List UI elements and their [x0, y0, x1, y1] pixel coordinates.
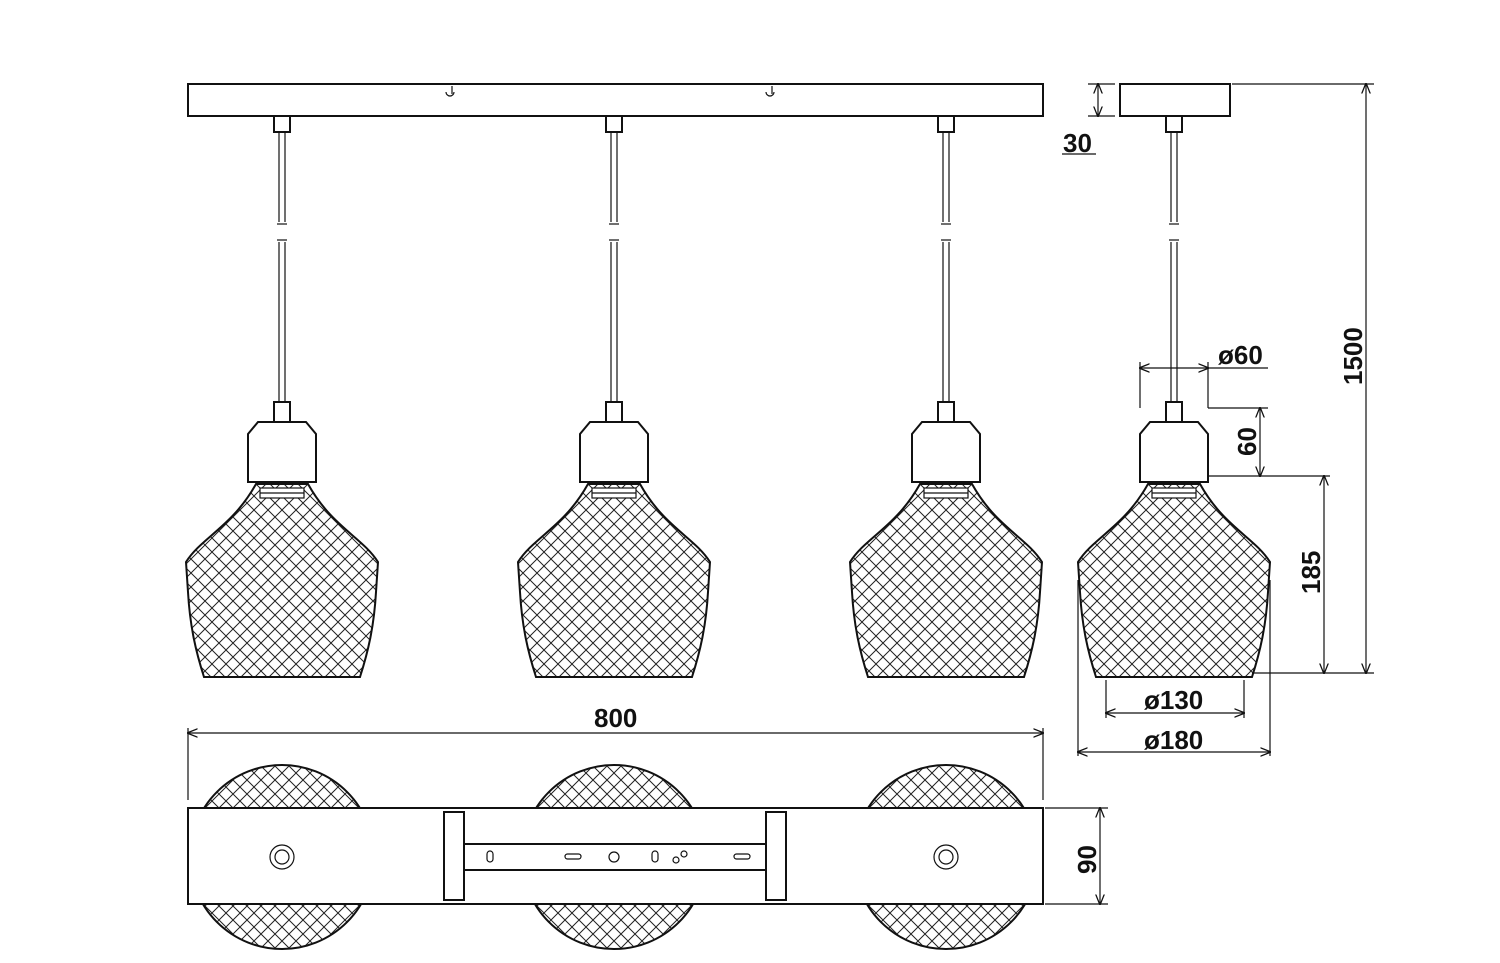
- dim-canopy-length: 800: [594, 703, 637, 733]
- dim-shade-height: 185: [1296, 551, 1326, 594]
- plan-view: [187, 764, 1044, 950]
- side-view: [1077, 83, 1271, 678]
- cable-outlet-right: [933, 844, 959, 870]
- canopy-bar: [187, 83, 1044, 117]
- dim-shade-bottom-diameter: ø130: [1144, 685, 1203, 715]
- dim-total-height: 1500: [1338, 327, 1368, 385]
- dim-socket-height: 60: [1232, 427, 1262, 456]
- dim-canopy-width: 90: [1072, 845, 1102, 874]
- dim-canopy-height: 30: [1063, 128, 1092, 158]
- pendant-shade-right: [849, 131, 1043, 678]
- side-canopy: [1119, 83, 1231, 117]
- dim-socket-diameter: ø60: [1218, 340, 1263, 370]
- dim-shade-max-diameter: ø180: [1144, 725, 1203, 755]
- pendant-shade-left: [185, 131, 379, 678]
- pendant-shade-middle: [517, 131, 711, 678]
- side-pendant-shade: [1077, 131, 1271, 678]
- cable-outlet-left: [269, 844, 295, 870]
- mounting-bracket: [463, 843, 767, 871]
- dimension-lines: [188, 84, 1374, 904]
- front-view: [185, 83, 1044, 678]
